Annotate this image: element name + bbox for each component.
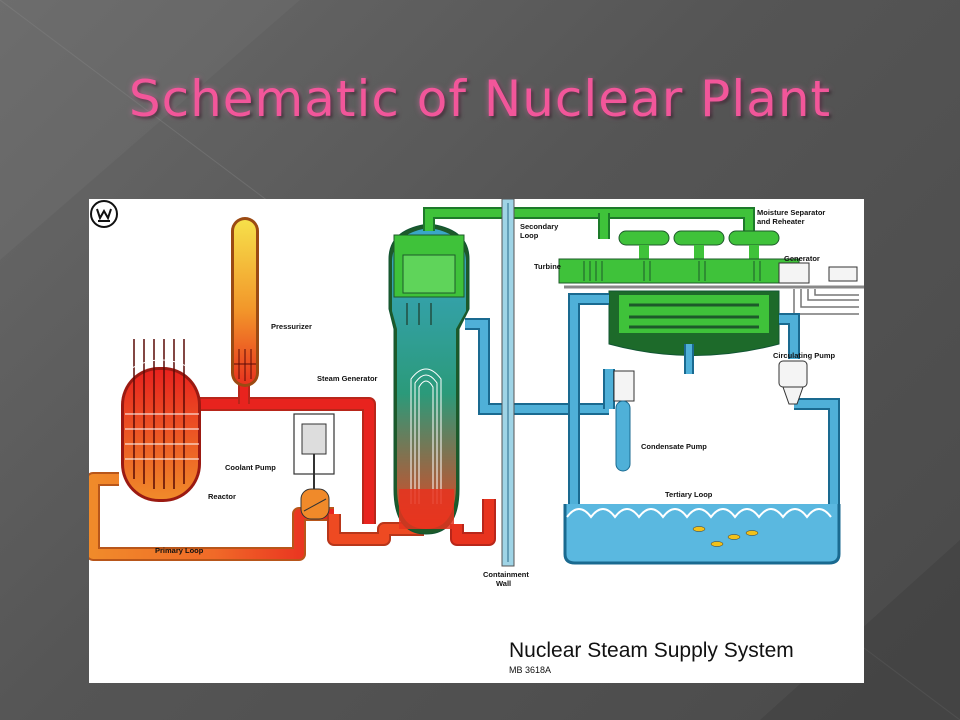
tertiary-loop-piping — [465, 293, 840, 529]
condensate-pump — [613, 370, 635, 472]
label-tertiary-loop: Tertiary Loop — [665, 490, 713, 499]
label-containment-wall-1: Containment — [483, 570, 529, 579]
steam-generator — [388, 223, 470, 535]
figure-code: MB 3618A — [509, 665, 552, 675]
label-reactor: Reactor — [208, 492, 236, 501]
moisture-separator-reheater — [618, 230, 780, 267]
label-moisture-separator-1: Moisture Separator — [757, 208, 825, 217]
generator-output-lines — [793, 289, 859, 315]
label-primary-loop: Primary Loop — [155, 546, 204, 555]
label-steam-generator: Steam Generator — [317, 374, 378, 383]
slide-title: Schematic of Nuclear Plant — [128, 70, 832, 128]
label-secondary-loop-2: Loop — [520, 231, 539, 240]
label-secondary-loop-1: Secondary — [520, 222, 559, 231]
circulating-pump — [778, 360, 808, 405]
label-moisture-separator-2: and Reheater — [757, 217, 805, 226]
westinghouse-logo — [90, 200, 118, 228]
label-condensate-pump: Condensate Pump — [641, 442, 707, 451]
nuclear-plant-schematic: Secondary Loop Moisture Separator and Re… — [89, 199, 864, 683]
reactor-vessel — [121, 339, 201, 502]
condenser — [608, 290, 780, 356]
label-generator: Generator — [784, 254, 820, 263]
label-pressurizer: Pressurizer — [271, 322, 312, 331]
pressurizer — [231, 217, 259, 387]
label-turbine: Turbine — [534, 262, 561, 271]
figure-caption: Nuclear Steam Supply System — [509, 639, 794, 662]
coolant-pump — [293, 413, 335, 520]
schematic-drawing: Secondary Loop Moisture Separator and Re… — [89, 199, 864, 588]
containment-wall — [501, 199, 515, 567]
tertiary-water-pool — [563, 504, 841, 565]
label-coolant-pump: Coolant Pump — [225, 463, 276, 472]
turbine — [558, 258, 864, 289]
label-containment-wall-2: Wall — [496, 579, 511, 588]
secondary-loop-piping — [423, 207, 755, 244]
label-circulating-pump: Circulating Pump — [773, 351, 836, 360]
